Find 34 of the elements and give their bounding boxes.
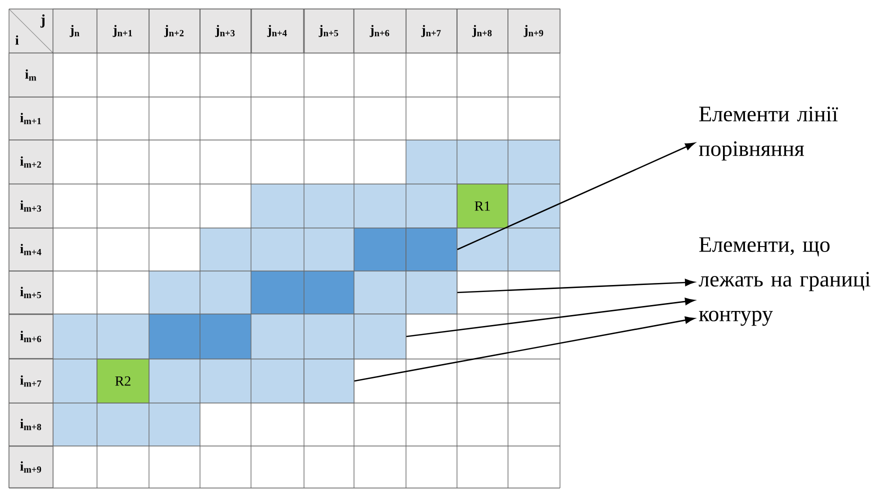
header-cell: i$_{m+3}$ <box>8 184 54 228</box>
header-cell: i$_{m+8}$ <box>8 402 54 446</box>
arrow <box>354 316 695 382</box>
marked-cell: R2 <box>96 358 150 404</box>
header-cell: i$_{m+2}$ <box>8 140 54 184</box>
header-cell: j$_{n+6}$ <box>354 8 406 54</box>
shaded-cell <box>354 314 406 360</box>
axis-letter: j <box>40 14 45 28</box>
header-cell: j$_{n+9}$ <box>508 8 560 54</box>
header-cell: j$_{n}$ <box>52 8 98 54</box>
callout-text: Елементи лінії порівняння <box>699 106 838 161</box>
arrow <box>457 142 695 250</box>
header-cell: j$_{n+5}$ <box>304 8 354 54</box>
header-cell: i$_{m}$ <box>8 52 54 98</box>
header-cell: i$_{m+1}$ <box>8 96 54 140</box>
header-cell: j$_{n+3}$ <box>200 8 252 54</box>
axis-letter: i <box>15 35 19 45</box>
header-cell: j$_{n+7}$ <box>406 8 458 54</box>
header-cell: i$_{m+7}$ <box>8 358 54 404</box>
header-cell: j$_{n+2}$ <box>148 8 200 54</box>
header-cell: i$_{m+6}$ <box>8 314 54 359</box>
header-cell: j$_{n+8}$ <box>456 8 508 54</box>
marked-cell: R1 <box>456 184 508 228</box>
header-cell: i$_{m+5}$ <box>8 270 54 314</box>
shaded-cell <box>304 358 354 404</box>
shaded-cell <box>406 270 458 314</box>
header-cell: i$_{m+9}$ <box>8 446 54 488</box>
shaded-cell <box>406 228 458 272</box>
header-cell: i$_{m+4}$ <box>8 228 54 272</box>
arrow <box>457 278 695 294</box>
arrow <box>406 298 695 338</box>
callout-text: Елементи, що лежать на границі контуру <box>698 237 870 326</box>
header-cell: j$_{n+4}$ <box>251 8 304 54</box>
header-cell: j$_{n+1}$ <box>96 8 150 54</box>
